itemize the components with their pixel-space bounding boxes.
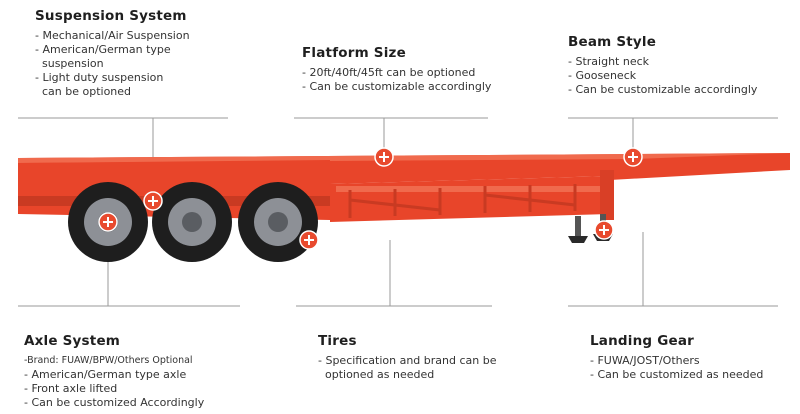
callout-line: - FUWA/JOST/Others [590,354,700,367]
callout-line: suspension [35,57,104,70]
callout-line: - Light duty suspension [35,71,164,84]
callout-line: - Can be customizable accordingly [302,80,492,93]
callout-axle: Axle System -Brand: FUAW/BPW/Others Opti… [24,333,204,410]
leader-lines-top [18,117,778,160]
callout-platform: Flatform Size - 20ft/40ft/45ft can be op… [302,45,491,94]
callout-line: - Straight neck [568,55,650,68]
marker-beam-plus-icon[interactable] [623,147,643,167]
callout-line: - Can be customized as needed [590,368,764,381]
callout-title: Suspension System [35,8,187,24]
callout-landing: Landing Gear - FUWA/JOST/Others - Can be… [590,333,763,382]
callout-line: can be optioned [35,85,132,98]
marker-suspension-plus-icon[interactable] [143,191,163,211]
callout-line: - Can be customizable accordingly [568,83,758,96]
callout-tires: Tires - Specification and brand can be o… [318,333,496,382]
callout-title: Flatform Size [302,45,406,61]
callout-line: - Front axle lifted [24,382,118,395]
callout-title: Tires [318,333,357,349]
callout-line: - American/German type axle [24,368,187,381]
trailer-frame [18,153,790,243]
callout-line: - Mechanical/Air Suspension [35,29,190,42]
callout-line: - Can be customized Accordingly [24,396,205,409]
plus-markers [98,147,643,250]
marker-tires-plus-icon[interactable] [299,230,319,250]
callout-line: -Brand: FUAW/BPW/Others Optional [24,355,193,366]
marker-landing-plus-icon[interactable] [594,220,614,240]
callout-suspension: Suspension System - Mechanical/Air Suspe… [35,8,190,99]
callout-line: optioned as needed [318,368,435,381]
marker-axle-plus-icon[interactable] [98,212,118,232]
callout-line: - American/German type [35,43,171,56]
callout-title: Landing Gear [590,333,694,349]
callout-line: - Gooseneck [568,69,637,82]
marker-platform-plus-icon[interactable] [374,147,394,167]
callout-line: - Specification and brand can be [318,354,497,367]
callout-title: Axle System [24,333,121,349]
callout-title: Beam Style [568,34,657,50]
callout-line: - 20ft/40ft/45ft can be optioned [302,66,476,79]
callout-beam: Beam Style - Straight neck - Gooseneck -… [568,34,757,97]
